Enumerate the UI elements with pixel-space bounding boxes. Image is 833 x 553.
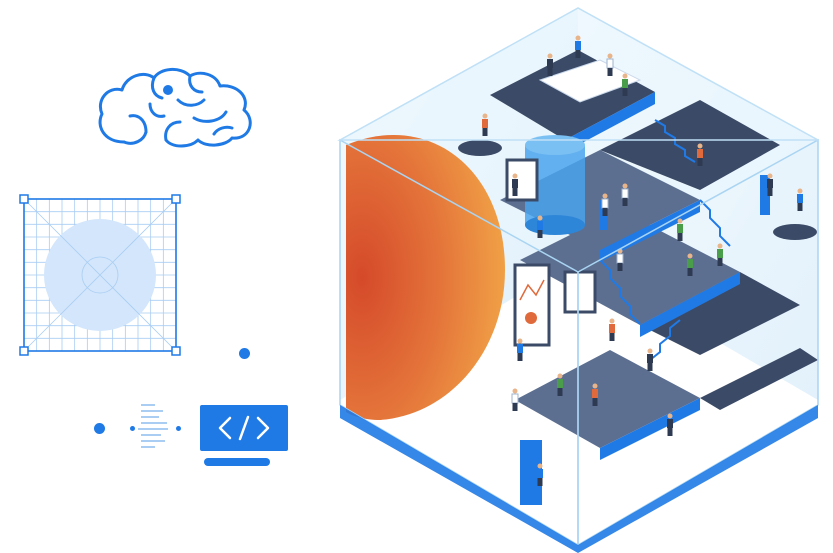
person-figure <box>767 173 773 196</box>
person-figure <box>557 373 563 396</box>
brain-outline-icon <box>98 68 252 148</box>
person-figure <box>647 348 653 371</box>
person-figure <box>606 53 614 76</box>
person-figure <box>547 53 553 76</box>
person-figure <box>616 248 624 271</box>
person-figure <box>537 463 543 486</box>
person-figure <box>609 318 615 341</box>
blueprint-frame-icon <box>19 194 181 356</box>
person-figure <box>797 188 803 211</box>
person-figure <box>601 193 609 216</box>
person-figure <box>697 143 703 166</box>
person-figure <box>717 243 723 266</box>
text-lines-icon <box>138 404 174 450</box>
accent-dot <box>239 348 250 359</box>
code-window <box>200 405 288 451</box>
person-figure <box>482 113 488 136</box>
code-window-bar <box>204 458 270 466</box>
person-figure <box>621 183 629 206</box>
person-figure <box>575 35 581 58</box>
person-figure <box>622 73 628 96</box>
person-figure <box>687 253 693 276</box>
connector-dot <box>130 426 135 431</box>
person-figure <box>592 383 598 406</box>
orange-sphere <box>346 134 505 420</box>
person-figure <box>677 218 683 241</box>
person-figure <box>667 413 673 436</box>
isometric-office-cube-illustration <box>337 7 819 553</box>
connector-dot <box>176 426 181 431</box>
person-figure <box>511 388 519 411</box>
accent-dot <box>94 423 105 434</box>
person-figure <box>537 215 543 238</box>
person-figure <box>512 173 518 196</box>
person-figure <box>517 338 523 361</box>
code-brackets-icon <box>218 415 270 441</box>
